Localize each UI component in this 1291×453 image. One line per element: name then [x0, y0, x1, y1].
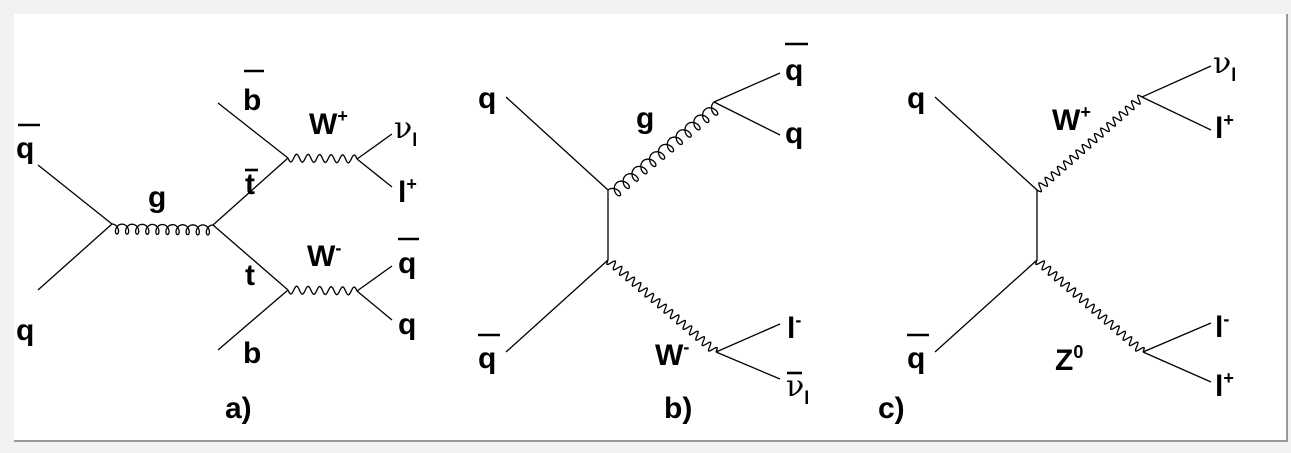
- label-tbar: t: [245, 168, 255, 201]
- lepton-plus-out-line-c: [1141, 96, 1212, 131]
- label-bbar: b: [243, 84, 261, 117]
- lepton-plus2-out-line-c: [1142, 351, 1212, 383]
- label-q-in-a: q: [16, 314, 34, 347]
- caption-b: b): [664, 392, 692, 425]
- label-gluon-a: g: [148, 181, 166, 214]
- nu-out-line-a: [356, 133, 393, 160]
- w-plus-propagator-a: [287, 153, 358, 164]
- qbar-in-line-a: [37, 164, 113, 225]
- label-nubar-b: νl: [786, 369, 809, 408]
- qbar-in-line-b: [505, 259, 609, 353]
- label-lepton-a: l+: [398, 174, 417, 209]
- label-q-in-b: q: [478, 82, 496, 115]
- label-w-plus-a: W+: [309, 106, 348, 141]
- label-lepton-b: l-: [787, 310, 801, 345]
- label-qbar-out-b: q: [785, 54, 803, 87]
- tbar-line: [212, 157, 289, 226]
- figure-panel: [14, 14, 1288, 442]
- label-qbar-out-a: q: [398, 247, 416, 280]
- label-nu-c: νl: [1213, 46, 1236, 85]
- qbar-out-line-b: [713, 72, 781, 103]
- qbar-out-line-a: [356, 265, 393, 292]
- gluon-propagator-a: [111, 223, 214, 236]
- label-qbar-in-b: q: [478, 342, 496, 375]
- diagram-b: q q g q q W- l- νl b): [478, 42, 809, 425]
- lepton-out-line-b: [715, 323, 781, 353]
- qbar-in-line-c: [934, 259, 1038, 353]
- label-nu-a: νl: [394, 111, 417, 150]
- label-qbar-in-a: q: [16, 132, 34, 165]
- label-t: t: [245, 259, 255, 292]
- q-in-line-a: [37, 223, 113, 291]
- label-lepton-plus2-c: l+: [1215, 368, 1234, 403]
- w-minus-propagator-b: [606, 259, 718, 353]
- b-out-line: [217, 289, 289, 351]
- lepton-minus-out-line-c: [1142, 322, 1212, 353]
- w-plus-propagator-c: [1036, 94, 1143, 193]
- q-in-line-b: [505, 96, 609, 191]
- gluon-propagator-b: [607, 101, 719, 197]
- nu-out-line-c: [1141, 65, 1212, 98]
- label-lepton-minus-c: l-: [1215, 309, 1229, 344]
- nubar-out-line-b: [715, 351, 781, 380]
- label-gluon-b: g: [636, 102, 654, 135]
- label-q-out-a: q: [398, 308, 416, 341]
- caption-c: c): [878, 392, 905, 425]
- label-w-plus-c: W+: [1052, 102, 1091, 137]
- label-w-minus-b: W-: [655, 337, 689, 372]
- caption-a: a): [225, 392, 252, 425]
- label-q-out-b: q: [785, 117, 803, 150]
- diagram-a: q q g b t t b W+ W- νl l+ q q a): [16, 69, 419, 425]
- label-q-in-c: q: [907, 82, 925, 115]
- label-z-c: Z0: [1055, 342, 1083, 377]
- lepton-out-line-a: [356, 158, 393, 188]
- q-in-line-c: [934, 96, 1038, 191]
- label-qbar-in-c: q: [907, 342, 925, 375]
- bbar-out-line: [217, 102, 289, 159]
- label-lepton-plus-c: l+: [1215, 110, 1234, 145]
- q-out-line-b: [713, 101, 781, 136]
- label-b: b: [243, 337, 261, 370]
- z-propagator-c: [1035, 259, 1145, 353]
- label-w-minus-a: W-: [307, 238, 341, 273]
- diagram-c: q q W+ νl l+ Z0 l- l+ c): [878, 46, 1236, 425]
- w-minus-propagator-a: [287, 285, 358, 296]
- t-line: [212, 224, 289, 291]
- q-out-line-a: [356, 290, 393, 321]
